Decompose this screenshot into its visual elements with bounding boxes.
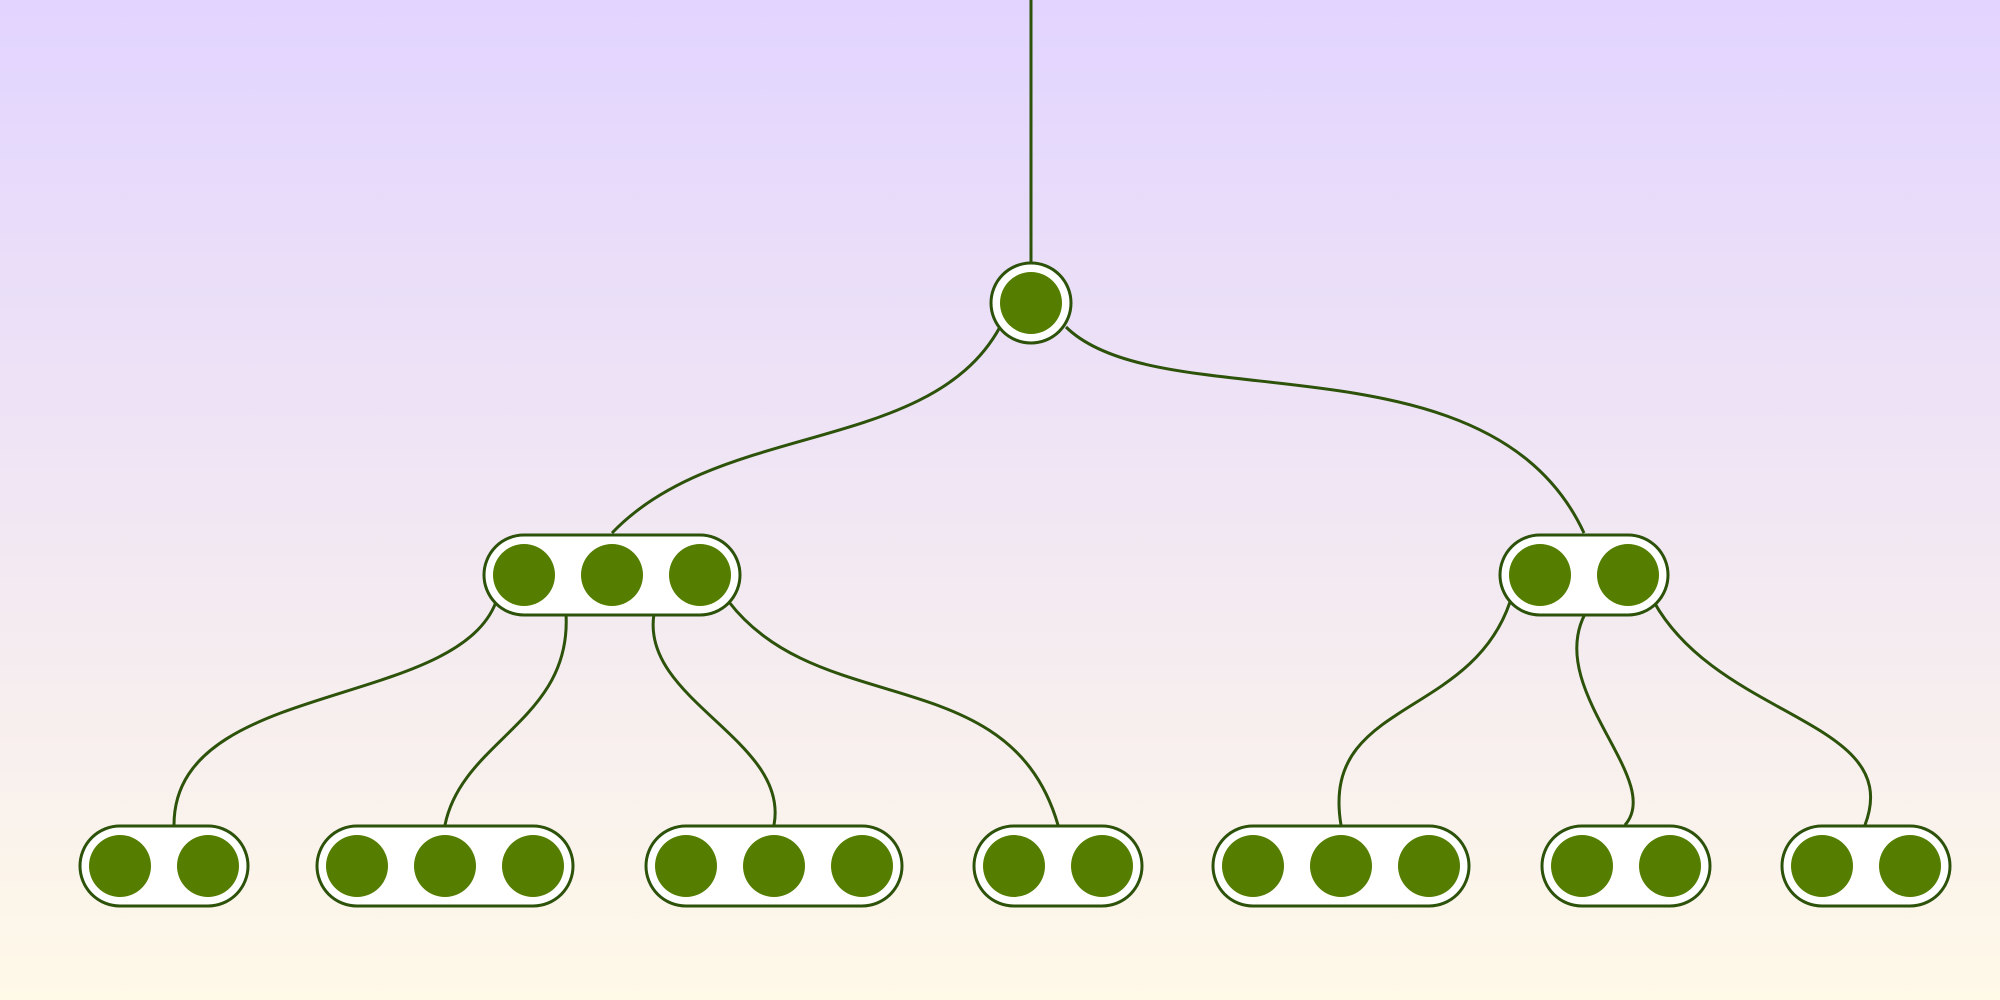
edge-left-to-child-1 [172,601,498,826]
key-circle [326,835,388,897]
key-circle [414,835,476,897]
edge-left-to-child-3 [651,613,777,826]
key-circle [743,835,805,897]
key-circle [983,835,1045,897]
leaf-node-5 [1211,824,1471,908]
key-circle [1791,835,1853,897]
key-circle [1639,835,1701,897]
leaf-node-2 [315,824,575,908]
leaf-node-7 [1780,824,1952,908]
leaf-node-6 [1540,824,1712,908]
root-node [989,261,1073,345]
key-circle [655,835,717,897]
key-circle [581,544,643,606]
level1-node-left [482,533,742,617]
key-circle [669,544,731,606]
leaf-node-1 [78,824,250,908]
key-circle [1551,835,1613,897]
edge-root-to-right [1064,325,1586,534]
key-circle [1509,544,1571,606]
level1-node-right [1498,533,1670,617]
edge-right-to-child-1 [1337,601,1512,826]
leaf-node-3 [644,824,904,908]
key-circle [1000,272,1062,334]
key-circle [1879,835,1941,897]
key-circle [89,835,151,897]
edge-left-to-child-2 [443,613,568,826]
key-circle [1597,544,1659,606]
key-circle [1071,835,1133,897]
edges-group [172,0,1873,826]
leaf-node-4 [972,824,1144,908]
key-circle [177,835,239,897]
key-circle [1310,835,1372,897]
key-circle [831,835,893,897]
key-circle [493,544,555,606]
key-circle [502,835,564,897]
edge-right-to-child-3 [1652,601,1873,826]
key-circle [1398,835,1460,897]
edge-right-to-child-2 [1575,613,1635,826]
edge-left-to-child-4 [727,601,1060,826]
edge-root-to-left [610,326,1002,535]
key-circle [1222,835,1284,897]
